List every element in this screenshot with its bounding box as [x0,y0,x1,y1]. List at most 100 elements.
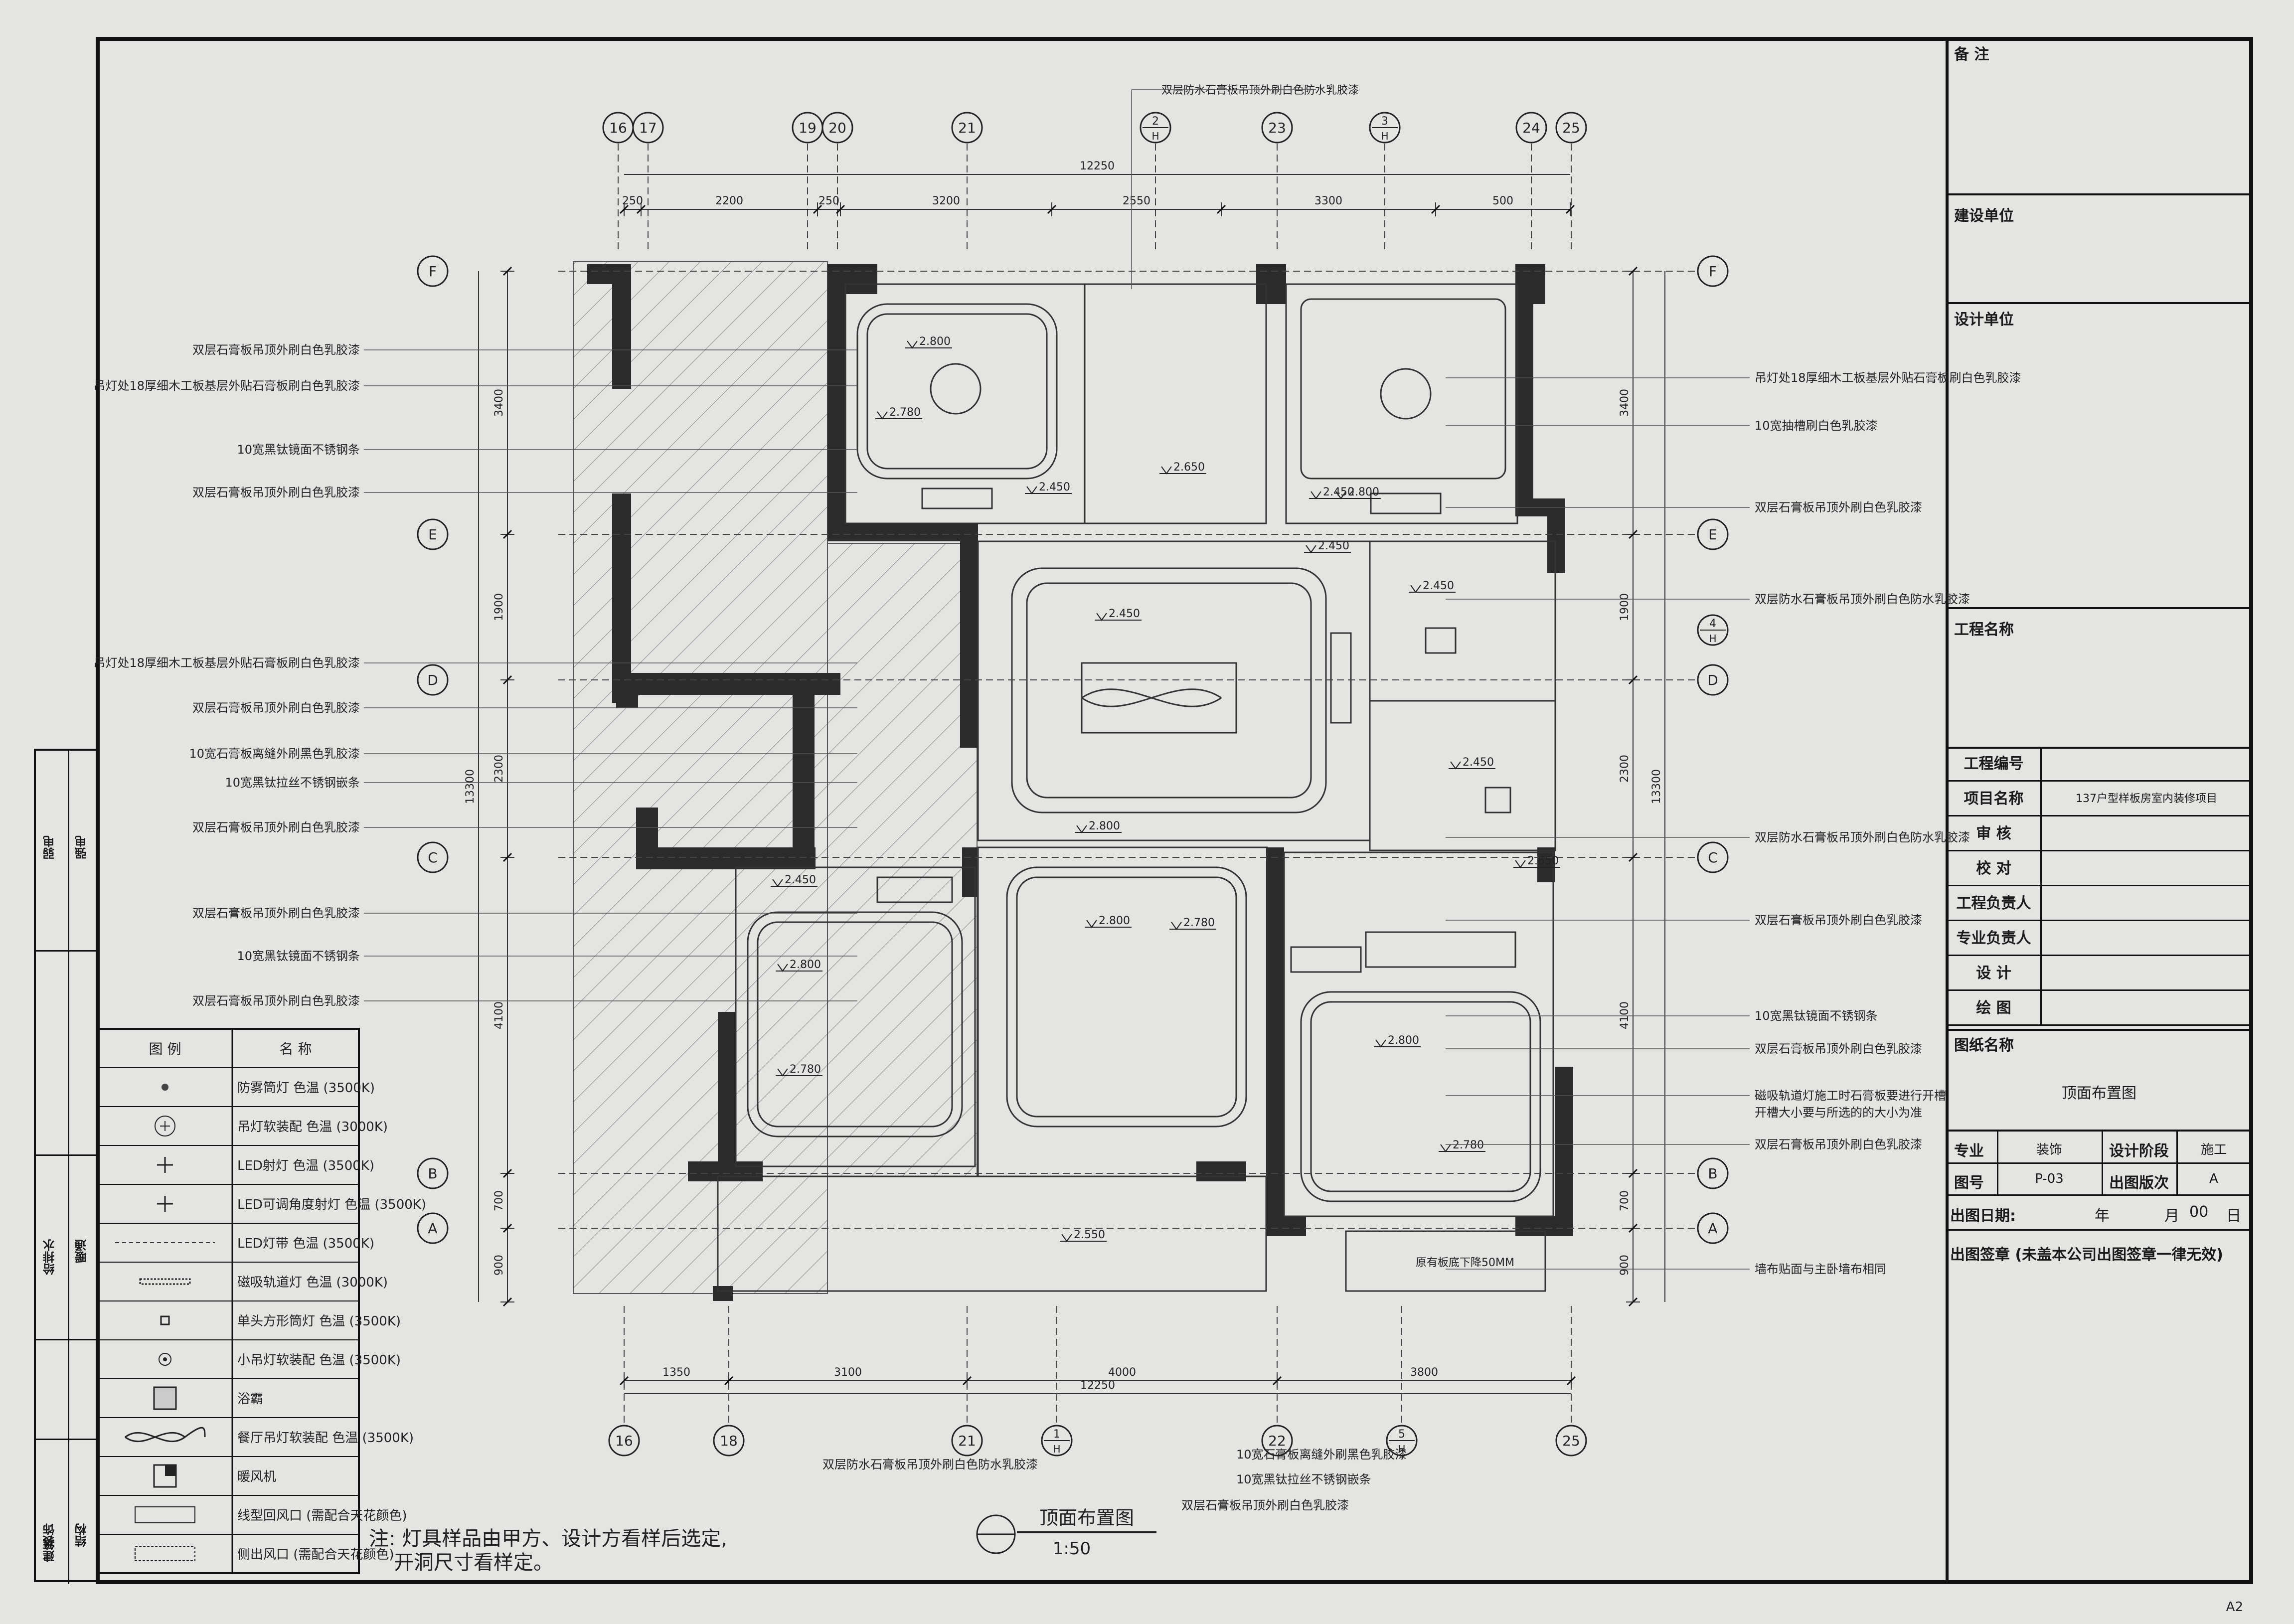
drawing-name-label: 图纸名称 [1954,1037,2014,1054]
axis-label: B [428,1165,437,1182]
date-label: 出图日期: [1950,1207,2016,1225]
legend-label: 吊灯软装配 色温 (3000K) [237,1120,388,1135]
axis-label: 24 [1522,120,1540,136]
ceiling-height-tag: 2.800 [1099,915,1130,927]
annotation-left: 双层石膏板吊顶外刷白色乳胶漆 [192,906,360,920]
dimension-label: 2300 [493,755,505,783]
annotation-right: 双层石膏板吊顶外刷白色乳胶漆 [1755,1137,1922,1151]
axis-label: 16 [615,1433,633,1449]
dining-pendant-icon [125,1427,206,1443]
axis-label: 21 [958,120,976,136]
axis-label: D [1707,672,1718,688]
legend-header: 图 例 [149,1041,181,1057]
legend-label: 磁吸轨道灯 色温 (3000K) [237,1275,388,1290]
axis-sublabel: H [1053,1443,1060,1455]
remarks-label: 备 注 [1954,46,1989,63]
return-grille-icon [135,1506,195,1523]
annotation-bottom: 双层石膏板吊顶外刷白色乳胶漆 [1181,1498,1349,1512]
spotlight-icon [157,1157,173,1173]
axis-bubble [1555,112,1587,144]
axis-bubble [951,112,983,144]
annotation-top: 双层防水石膏板吊顶外刷白色防水乳胶漆 [1161,84,1359,97]
axis-bubble [1697,518,1729,550]
annotation-right: 磁吸轨道灯施工时石膏板要进行开槽 [1755,1089,1946,1103]
axis-label: C [1708,849,1718,866]
ceiling-height-tags: 2.8002.7802.4502.6502.4502.8002.4502.450… [771,335,1560,1242]
annotation-right: 双层石膏板吊顶外刷白色乳胶漆 [1755,1042,1922,1056]
dimension-label: 2300 [1619,755,1631,783]
dimension-label: 1350 [662,1366,690,1379]
title-block-row-label: 专业负责人 [1947,921,2042,956]
annotation-bottom: 双层防水石膏板吊顶外刷白色防水乳胶漆 [822,1458,1038,1471]
legend-label: 暖风机 [237,1469,276,1484]
downlight-icon [162,1084,168,1091]
dimension-label: 700 [493,1190,505,1211]
axis-bubble [1697,255,1729,287]
title-block-row-label: 工程负责人 [1947,886,2042,921]
title-block-row-label: 设 计 [1947,956,2042,991]
title-block-row-value [2042,886,2251,921]
annotation-left: 10宽黑钛镜面不锈钢条 [237,443,360,457]
axis-label: 3 [1381,115,1388,128]
legend-label: 餐厅吊灯软装配 色温 (3500K) [237,1431,414,1446]
axis-bubble [417,1157,449,1189]
axis-bubble [1041,1425,1073,1457]
date-year: 年 [2095,1207,2110,1225]
dimension-label: 4100 [493,1001,505,1029]
axis-bubble [1555,1425,1587,1457]
axis-label: A [428,1220,437,1237]
dimension-label: 2200 [715,195,743,207]
annotation-left: 双层石膏板吊顶外刷白色乳胶漆 [192,820,360,834]
side-vent-icon [135,1546,195,1561]
stamp-label: 给排水 [43,1239,57,1275]
title-block-row: 绘 图 [1947,991,2251,1026]
title-block-row-label: 审 核 [1947,816,2042,851]
drawing-title-block: 顶面布置图 1:50 [976,1507,1156,1559]
title-block-row-value [2042,956,2251,991]
title-block-row-value: 137户型样板房室内装修项目 [2076,793,2217,805]
axis-label: 18 [720,1433,738,1449]
axis-sublabel: H [1398,1443,1405,1455]
ceiling-height-tag: 2.650 [1173,461,1205,474]
axis-bubble [417,255,449,287]
axis-bubble [632,112,664,144]
axis-bubble [1697,664,1729,696]
section-ref-label: 4 [1709,618,1716,630]
hatched-area-left [573,261,828,1294]
axis-bubble [713,1425,745,1457]
axis-label: 5 [1398,1428,1405,1441]
title-block-row: 工程编号 [1947,747,2251,782]
drawing-title: 顶面布置图 [1039,1507,1134,1529]
ceiling-height-tag: 2.780 [1453,1139,1484,1151]
axis-bubble [417,1212,449,1244]
axis-label: 22 [1268,1433,1286,1449]
sheet-border [96,37,2253,1584]
annotation-bottom: 10宽黑钛拉丝不锈钢嵌条 [1236,1472,1371,1486]
pendant-lamp-icon [155,1116,175,1137]
annotation-left: 双层石膏板吊顶外刷白色乳胶漆 [192,486,360,499]
annotation-left: 双层石膏板吊顶外刷白色乳胶漆 [192,994,360,1008]
axis-bubble [1140,112,1171,144]
legend-label: 单头方形筒灯 色温 (3500K) [237,1314,401,1329]
title-block-row: 校 对 [1947,851,2251,886]
dimension-label: 3400 [1619,389,1631,417]
ceiling-height-tag: 2.800 [1089,820,1120,832]
annotation-right: 墙布贴面与主卧墙布相同 [1755,1262,1886,1276]
annotation-left: 吊灯处18厚细木工板基层外贴石膏板刷白色乳胶漆 [93,379,360,393]
title-block-row-label: 校 对 [1947,851,2042,886]
ceiling-height-tag: 2.780 [1183,917,1215,929]
annotation-left: 双层石膏板吊顶外刷白色乳胶漆 [192,701,360,715]
title-block-row-value [2042,921,2251,956]
annotation-left: 10宽石膏板离缝外刷黑色乳胶漆 [189,747,360,761]
axis-bubble [1261,1425,1293,1457]
annotation-right: 10宽黑钛镜面不锈钢条 [1755,1009,1878,1023]
legend-label: 小吊灯软装配 色温 (3500K) [237,1353,401,1368]
axis-label: A [1708,1220,1717,1237]
client-label: 建设单位 [1954,207,2014,225]
axis-sublabel: H [1151,130,1159,142]
axis-bubble [951,1425,983,1457]
drawing-name-value: 顶面布置图 [2062,1085,2136,1102]
axis-label: 2 [1152,115,1159,128]
